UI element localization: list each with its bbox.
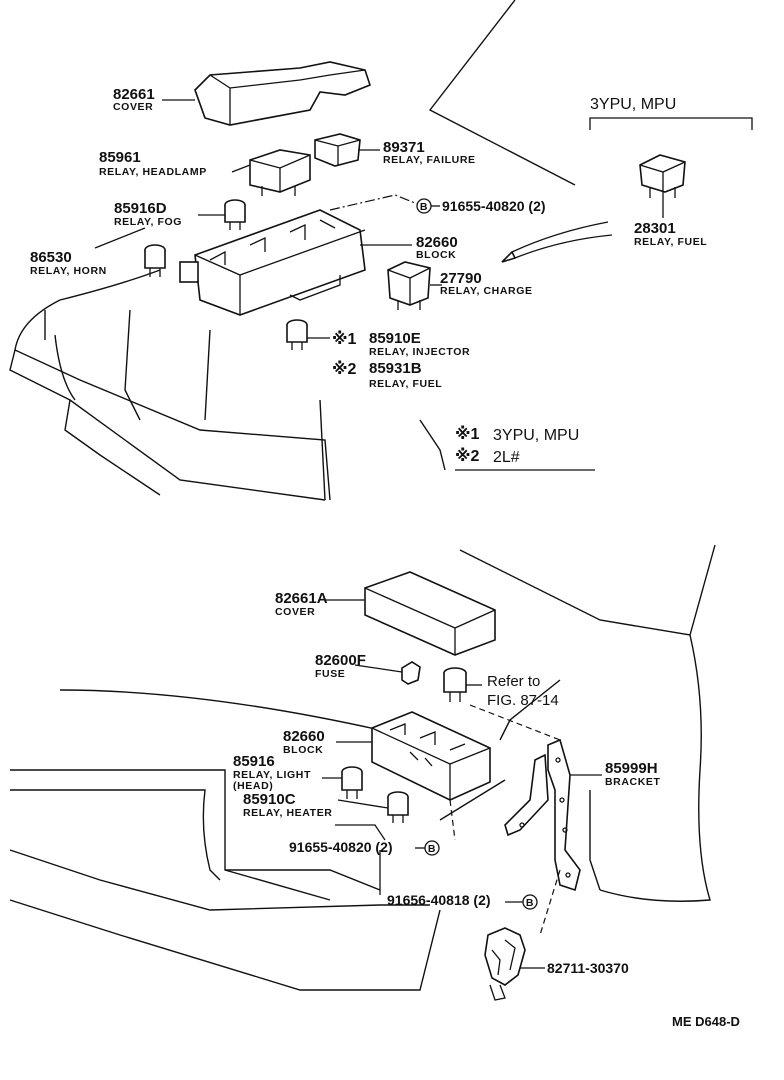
relay-fuel-variant-drawing <box>639 154 686 218</box>
relay-injector-mark: ※1 <box>332 330 357 348</box>
variant-header: 3YPU, MPU <box>590 96 676 113</box>
relay-failure-part-number: 89371 <box>383 139 425 156</box>
note-1-text: 3YPU, MPU <box>493 427 579 444</box>
bolt2-part-number: 91656-40818 (2) <box>387 892 491 908</box>
cover-bottom-part-number: 82661A <box>275 590 328 607</box>
note-2-mark: ※2 <box>455 447 480 465</box>
relay-failure-desc: RELAY, FAILURE <box>383 154 476 166</box>
relay-light-part-number: 85916 <box>233 753 275 770</box>
variant-arrow <box>501 221 613 263</box>
relay-light-desc-head: (HEAD) <box>233 780 273 792</box>
refer-line-1: Refer to <box>487 673 540 690</box>
relay-charge-desc: RELAY, CHARGE <box>440 285 533 297</box>
relay-fog-desc: RELAY, FOG <box>114 216 182 228</box>
fuse-drawing <box>401 661 421 685</box>
relay-injector-part-number: 85910E <box>369 330 421 347</box>
bolt-circle-letter-top: B <box>420 201 428 213</box>
bolt2-circle-mark: B <box>522 894 538 910</box>
relay-heater-part-number: 85910C <box>243 791 296 808</box>
relay-fog-drawing <box>224 199 246 230</box>
bolt2-circle-letter: B <box>526 897 534 909</box>
relay-headlamp-drawing <box>249 149 311 196</box>
block-part-number-top: 82660 <box>416 234 458 251</box>
relay-heater-drawing <box>387 791 409 823</box>
relay-injector-desc: RELAY, INJECTOR <box>369 346 470 358</box>
refer-relay-drawing <box>443 667 467 702</box>
relay-headlamp-desc: RELAY, HEADLAMP <box>99 166 207 178</box>
note-1-mark: ※1 <box>455 425 480 443</box>
bolt1-circle-letter: B <box>428 843 436 855</box>
bolt1-part-number: 91655-40820 (2) <box>289 839 393 855</box>
cover-desc: COVER <box>113 101 153 113</box>
relay-charge-part-number: 27790 <box>440 270 482 287</box>
relay-horn-desc: RELAY, HORN <box>30 265 107 277</box>
bracket-part-number: 85999H <box>605 760 658 777</box>
relay-fuel-2l-mark: ※2 <box>332 360 357 378</box>
relay-charge-drawing <box>387 261 431 310</box>
sheet-code: ME D648-D <box>672 1014 740 1029</box>
cover-82661A-drawing <box>364 571 496 656</box>
relay-fuel-variant-part-number: 28301 <box>634 220 676 237</box>
bracket-drawing <box>504 738 581 892</box>
block-bottom-part-number: 82660 <box>283 728 325 745</box>
variant-bracket <box>589 117 753 130</box>
block-desc-top: BLOCK <box>416 249 456 261</box>
relay-fog-part-number: 85916D <box>114 200 167 217</box>
block-bottom-desc: BLOCK <box>283 744 323 756</box>
relay-light-desc: RELAY, LIGHT <box>233 769 311 781</box>
relay-fuel-2l-desc: RELAY, FUEL <box>369 378 442 390</box>
relay-injector-drawing <box>286 319 308 350</box>
refer-line-2: FIG. 87-14 <box>487 692 559 709</box>
bracket-desc: BRACKET <box>605 776 661 788</box>
fuse-desc: FUSE <box>315 668 345 680</box>
block-82660-bottom-drawing <box>371 711 491 801</box>
relay-heater-desc: RELAY, HEATER <box>243 807 332 819</box>
relay-horn-part-number: 86530 <box>30 249 72 266</box>
relay-light-drawing <box>341 766 363 799</box>
block-82660-drawing <box>179 209 366 316</box>
bottom-vehicle-outline <box>9 544 716 991</box>
bolt-circle-mark-top: B <box>416 198 432 214</box>
top-vehicle-outline <box>9 0 576 501</box>
cover-bottom-desc: COVER <box>275 606 315 618</box>
relay-failure-drawing <box>314 133 361 167</box>
relay-fuel-2l-part-number: 85931B <box>369 360 422 377</box>
note-2-text: 2L# <box>493 449 520 466</box>
fuse-part-number: 82600F <box>315 652 366 669</box>
cover-part-number: 82661 <box>113 86 155 103</box>
connector-part-number: 82711-30370 <box>547 960 629 976</box>
bolt1-circle-mark: B <box>424 840 440 856</box>
relay-headlamp-part-number: 85961 <box>99 149 141 166</box>
connector-drawing <box>484 927 526 1001</box>
bolt-part-number-top: 91655-40820 (2) <box>442 198 546 214</box>
relay-horn-drawing <box>144 244 166 277</box>
cover-82661-drawing <box>194 61 371 126</box>
relay-fuel-variant-desc: RELAY, FUEL <box>634 236 707 248</box>
